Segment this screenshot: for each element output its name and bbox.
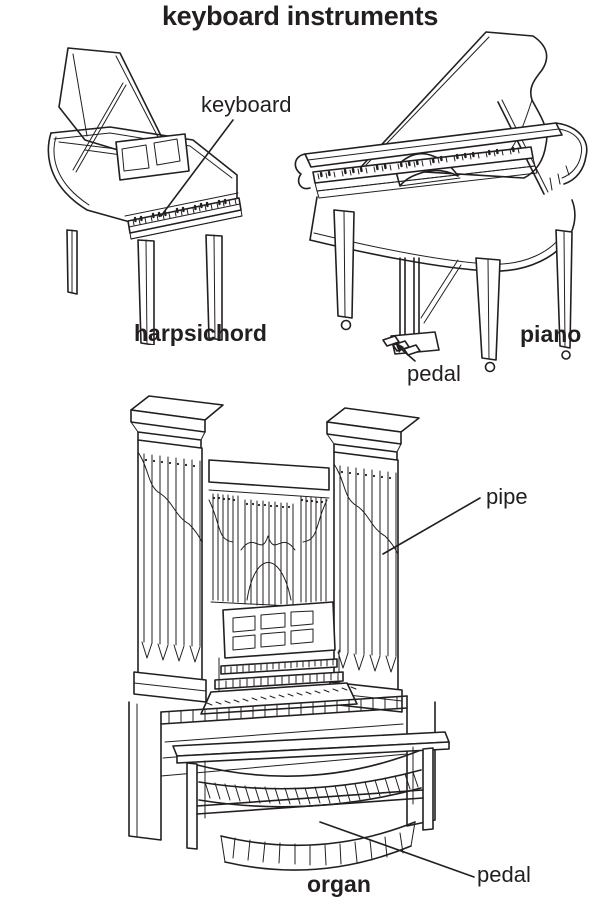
label-pipe: pipe	[486, 484, 528, 509]
harpsichord-legs	[66, 229, 223, 345]
organ-bench	[172, 731, 450, 850]
piano-illustration	[294, 31, 588, 373]
piano-legs	[333, 209, 573, 373]
page-title: keyboard instruments	[161, 1, 439, 31]
piano-pedal-lyre	[382, 257, 462, 356]
organ-left-tower	[130, 395, 224, 703]
organ-music-rack-panel	[222, 601, 336, 659]
harpsichord-illustration	[47, 47, 243, 345]
label-pedal-piano: pedal	[407, 361, 461, 386]
piano-keyboard	[312, 146, 538, 199]
label-keyboard: keyboard	[201, 92, 292, 117]
organ-center-flat	[208, 459, 330, 609]
organ-right-tower	[326, 407, 420, 713]
harpsichord-keyboard	[124, 192, 243, 240]
label-piano: piano	[520, 321, 582, 347]
label-organ: organ	[307, 871, 371, 897]
label-pedal-organ: pedal	[477, 862, 531, 887]
organ-lower-cabinet	[128, 695, 436, 841]
organ-illustration	[128, 395, 450, 871]
harpsichord-music-desk	[115, 133, 190, 181]
piano-case	[294, 122, 588, 272]
label-harpsichord: harpsichord	[134, 320, 267, 346]
organ-pedalboard	[198, 769, 422, 871]
